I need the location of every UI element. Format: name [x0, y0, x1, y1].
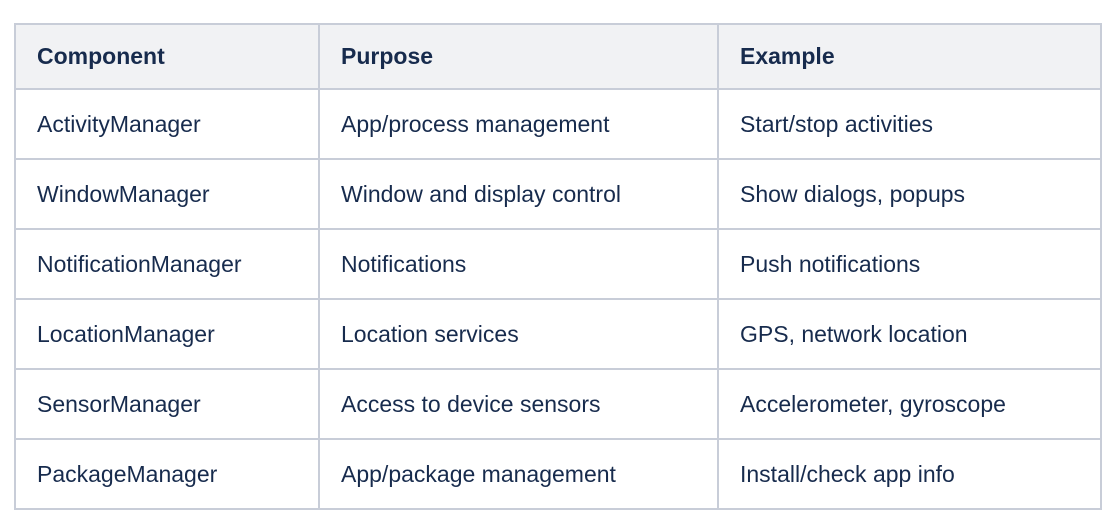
table-header: Component Purpose Example: [14, 23, 1102, 90]
table-cell: ActivityManager: [14, 88, 320, 160]
table-cell: Location services: [318, 298, 719, 370]
table-cell: WindowManager: [14, 158, 320, 230]
system-services-table: Component Purpose Example ActivityManage…: [14, 23, 1102, 510]
table-row: ActivityManager App/process management S…: [14, 88, 1102, 160]
table-cell: Push notifications: [717, 228, 1102, 300]
table-cell: NotificationManager: [14, 228, 320, 300]
table-row: SensorManager Access to device sensors A…: [14, 368, 1102, 440]
table-cell: App/package management: [318, 438, 719, 510]
table-cell: Show dialogs, popups: [717, 158, 1102, 230]
column-header-component: Component: [14, 23, 320, 90]
table-row: NotificationManager Notifications Push n…: [14, 228, 1102, 300]
header-row: Component Purpose Example: [14, 23, 1102, 90]
table-cell: LocationManager: [14, 298, 320, 370]
column-header-example: Example: [717, 23, 1102, 90]
table-row: WindowManager Window and display control…: [14, 158, 1102, 230]
table-cell: Accelerometer, gyroscope: [717, 368, 1102, 440]
table-cell: Install/check app info: [717, 438, 1102, 510]
table-cell: SensorManager: [14, 368, 320, 440]
table-cell: PackageManager: [14, 438, 320, 510]
column-header-purpose: Purpose: [318, 23, 719, 90]
table-cell: Notifications: [318, 228, 719, 300]
table-body: ActivityManager App/process management S…: [14, 88, 1102, 510]
table-cell: GPS, network location: [717, 298, 1102, 370]
table-cell: App/process management: [318, 88, 719, 160]
table-cell: Access to device sensors: [318, 368, 719, 440]
table-cell: Start/stop activities: [717, 88, 1102, 160]
table-row: LocationManager Location services GPS, n…: [14, 298, 1102, 370]
table-row: PackageManager App/package management In…: [14, 438, 1102, 510]
table-cell: Window and display control: [318, 158, 719, 230]
